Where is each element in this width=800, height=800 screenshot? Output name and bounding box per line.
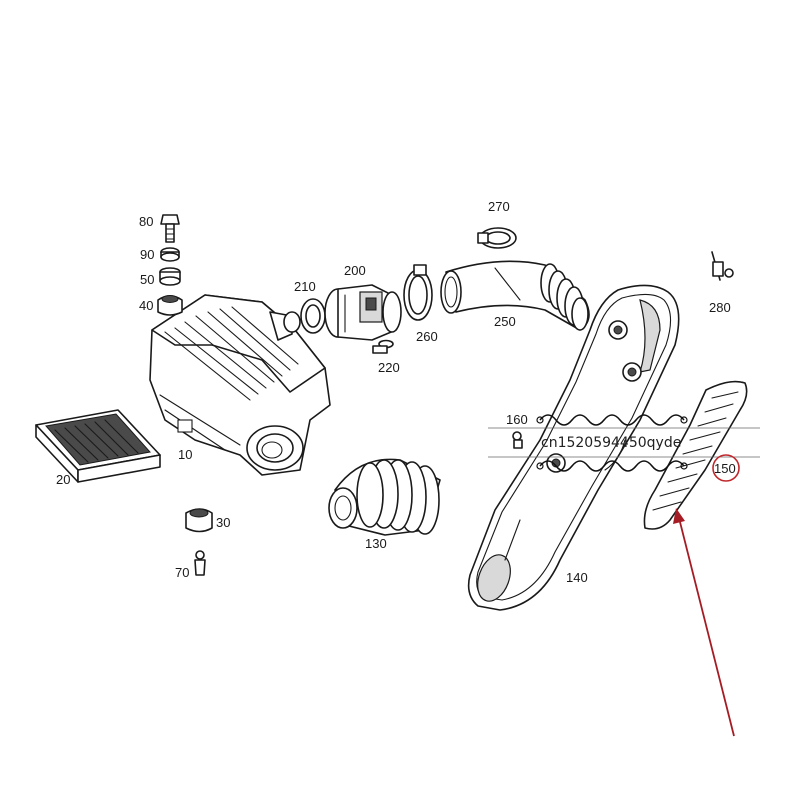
label-130: 130 xyxy=(365,536,387,551)
label-90: 90 xyxy=(140,247,154,262)
part-50-grommet xyxy=(159,267,181,286)
label-250: 250 xyxy=(494,314,516,329)
label-10: 10 xyxy=(178,447,192,462)
label-20: 20 xyxy=(56,472,70,487)
part-150-grille-cover xyxy=(643,380,748,530)
label-30: 30 xyxy=(216,515,230,530)
label-220: 220 xyxy=(378,360,400,375)
highlight-arrow xyxy=(673,508,735,737)
part-270-clamp xyxy=(477,227,517,249)
label-70: 70 xyxy=(175,565,189,580)
part-210-seal-ring xyxy=(300,298,326,334)
label-270: 270 xyxy=(488,199,510,214)
watermark-text: cn1520594450qyde xyxy=(541,435,681,451)
part-80-bolt xyxy=(160,214,180,243)
label-160: 160 xyxy=(506,412,528,427)
part-220-screw xyxy=(372,339,394,354)
part-250-intake-pipe xyxy=(440,260,590,331)
part-140-air-duct xyxy=(467,284,680,611)
part-90-washer xyxy=(160,247,180,262)
part-130-bellows-hose xyxy=(328,458,441,536)
label-40: 40 xyxy=(139,298,153,313)
part-30-rubber-mount xyxy=(185,508,213,533)
label-200: 200 xyxy=(344,263,366,278)
part-280-bracket xyxy=(711,251,734,281)
part-40-rubber-mount xyxy=(157,295,183,316)
part-160-clip xyxy=(512,431,523,449)
watermark-decoration xyxy=(488,414,760,472)
label-140: 140 xyxy=(566,570,588,585)
label-80: 80 xyxy=(139,214,153,229)
label-150: 150 xyxy=(714,461,736,476)
part-70-pin xyxy=(194,550,206,576)
part-10-air-filter-housing xyxy=(149,294,331,476)
label-50: 50 xyxy=(140,272,154,287)
label-260: 260 xyxy=(416,329,438,344)
highlight-circle xyxy=(712,454,740,482)
part-260-clamp xyxy=(403,264,433,321)
part-200-air-mass-sensor xyxy=(324,284,402,341)
label-210: 210 xyxy=(294,279,316,294)
part-20-air-filter xyxy=(35,409,161,483)
label-280: 280 xyxy=(709,300,731,315)
